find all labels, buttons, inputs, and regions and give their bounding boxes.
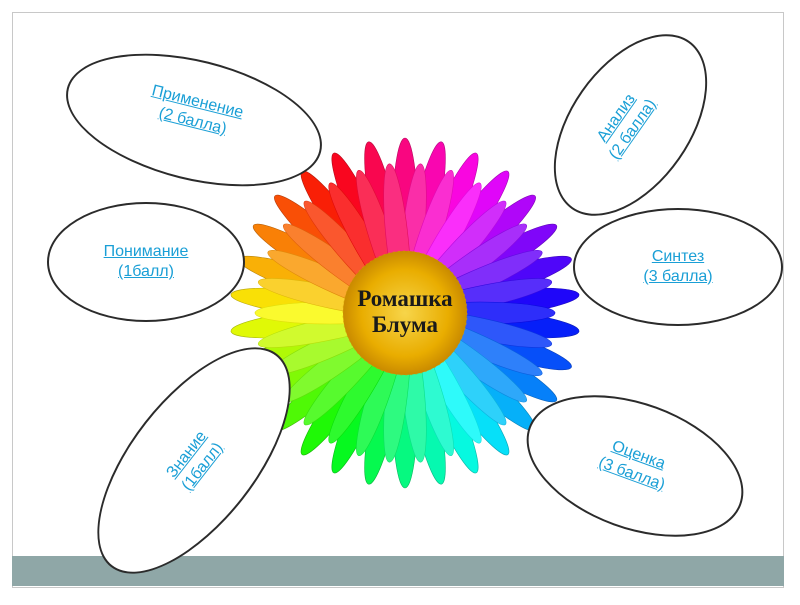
center-title-line2: Блума	[371, 312, 438, 337]
center-title-line1: Ромашка	[357, 286, 453, 311]
flower-center	[343, 251, 467, 375]
link-ponimanie[interactable]: Понимание (1балл)	[86, 242, 206, 282]
petal-ponimanie	[47, 202, 245, 322]
link-sintez-title: Синтез	[651, 248, 705, 265]
link-ponimanie-points: (1балл)	[118, 263, 174, 280]
link-sintez[interactable]: Синтез (3 балла)	[618, 247, 738, 287]
petal-sintez	[573, 208, 783, 326]
link-ponimanie-title: Понимание	[103, 243, 189, 260]
link-sintez-points: (3 балла)	[643, 268, 713, 285]
center-title: Ромашка Блума	[320, 286, 490, 338]
